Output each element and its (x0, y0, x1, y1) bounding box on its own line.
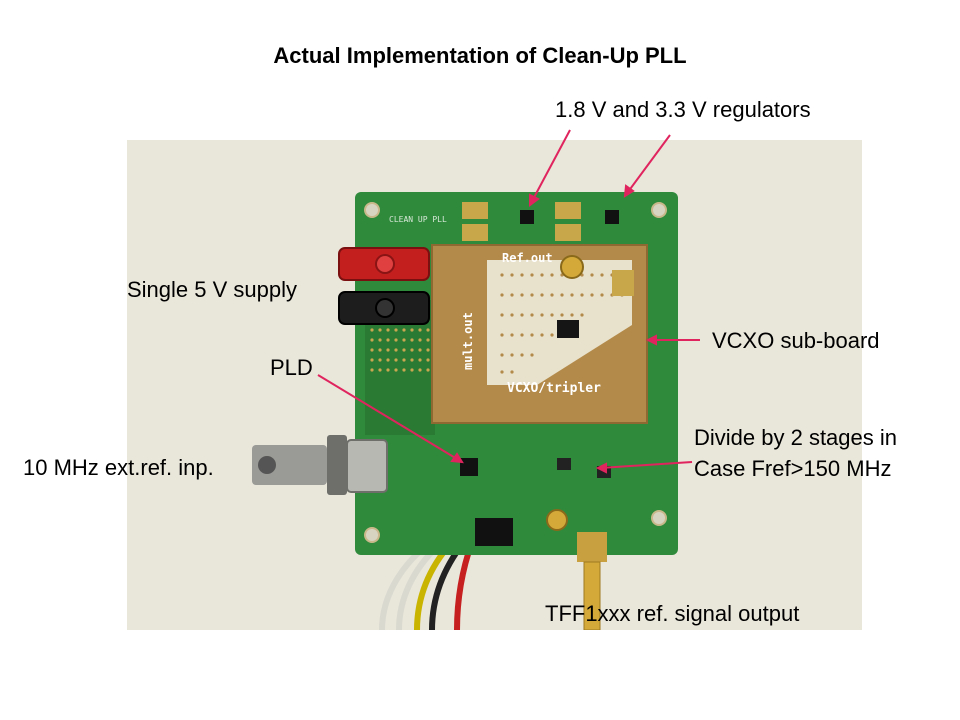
label-ref-output: TFF1xxx ref. signal output (545, 601, 800, 626)
pcb-photo: CLEAN UP PLL Ref.out (127, 140, 862, 630)
label-divide-line2: Case Fref>150 MHz (694, 456, 892, 481)
label-regulators: 1.8 V and 3.3 V regulators (555, 97, 811, 122)
pin-header (475, 518, 513, 546)
label-ext-ref: 10 MHz ext.ref. inp. (23, 455, 214, 480)
slide-title: Actual Implementation of Clean-Up PLL (273, 43, 687, 68)
mult-out-silkscreen: mult.out (461, 312, 475, 370)
label-supply: Single 5 V supply (127, 277, 297, 302)
sma-ref-out (560, 255, 584, 279)
vcxo-chip (557, 320, 579, 338)
label-pld: PLD (270, 355, 313, 380)
mount-hole (364, 202, 380, 218)
regulators (462, 202, 619, 241)
label-vcxo-sub-board: VCXO sub-board (712, 328, 880, 353)
vcxo-tripler-silkscreen: VCXO/tripler (507, 381, 601, 396)
tantalum-cap (612, 270, 634, 296)
mount-hole (651, 510, 667, 526)
board-silkscreen-name: CLEAN UP PLL (389, 215, 447, 224)
label-divide-line1: Divide by 2 stages in (694, 425, 897, 450)
output-sma (546, 509, 607, 630)
mount-hole (651, 202, 667, 218)
pld-chip (460, 458, 478, 476)
ref-out-silkscreen: Ref.out (502, 251, 553, 265)
mount-hole (364, 527, 380, 543)
